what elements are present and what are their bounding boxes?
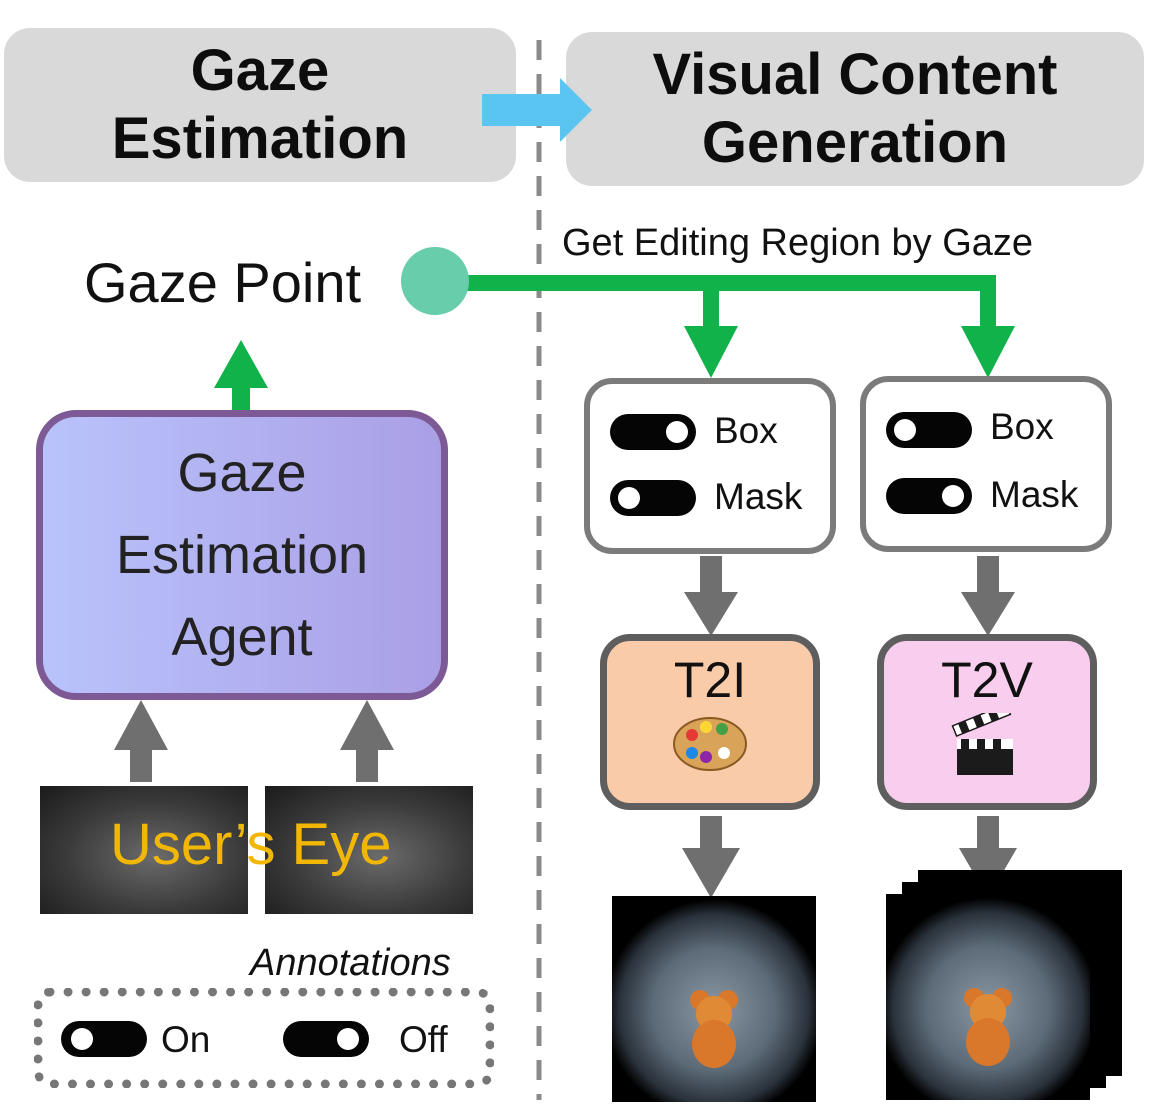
- box-label: Box: [714, 410, 778, 451]
- gaze-to-t2v-arrow: [961, 326, 1015, 378]
- left-eye-image: [40, 786, 248, 914]
- t2i-output-image: [612, 896, 816, 1102]
- mask-label: Mask: [990, 474, 1079, 515]
- legend-off-label: Off: [399, 1019, 448, 1060]
- box-toggle-on-icon[interactable]: [610, 414, 696, 450]
- gaze-point-label: Gaze Point: [84, 251, 362, 314]
- header-transition-arrow: [482, 78, 592, 142]
- toggle-knob: [618, 487, 640, 509]
- t2v-control-arrow: [961, 556, 1015, 636]
- right-eye-arrow: [340, 700, 394, 782]
- palette-icon: [673, 717, 747, 771]
- mask-toggle-off-icon[interactable]: [610, 480, 696, 516]
- toggle-knob: [666, 421, 688, 443]
- left-eye-arrow: [114, 700, 168, 782]
- teddy-bear-icon: [690, 990, 738, 1068]
- header-line: Generation: [701, 110, 1009, 175]
- gaze-estimation-agent: Gaze Estimation Agent: [36, 410, 448, 700]
- agent-label-line: Gaze: [177, 443, 307, 503]
- toggle-knob: [337, 1028, 359, 1050]
- gaze-routing-line: [430, 275, 996, 330]
- t2i-control-arrow: [684, 556, 738, 636]
- t2v-model-box: T2V: [877, 634, 1097, 810]
- gaze-point-dot: [401, 247, 469, 315]
- visual-content-generation-header: Visual Content Generation: [566, 32, 1144, 186]
- t2i-output-arrow: [682, 816, 740, 898]
- toggle-knob: [894, 419, 916, 441]
- annotations-legend: On Off: [34, 988, 494, 1088]
- teddy-bear-icon: [964, 988, 1012, 1066]
- toggle-knob: [942, 485, 964, 507]
- users-eye-label: User’s Eye: [110, 812, 392, 877]
- t2v-model-label: T2V: [941, 652, 1033, 708]
- t2v-region-controls: Box Mask: [860, 376, 1112, 552]
- t2i-model-label: T2I: [673, 652, 747, 708]
- right-eye-image: [265, 786, 473, 914]
- t2v-output-arrow: [959, 816, 1017, 898]
- header-line: Visual Content: [652, 42, 1058, 107]
- box-label: Box: [990, 406, 1054, 447]
- toggle-on-icon: [61, 1021, 147, 1057]
- toggle-off-icon: [283, 1021, 369, 1057]
- agent-label-line: Estimation: [115, 525, 369, 585]
- gaze-estimation-header: Gaze Estimation: [4, 28, 516, 182]
- mask-label: Mask: [714, 476, 803, 517]
- t2i-region-controls: Box Mask: [584, 378, 836, 554]
- header-line: Estimation: [111, 106, 409, 171]
- editing-region-label: Get Editing Region by Gaze: [562, 222, 1034, 264]
- mask-toggle-on-icon[interactable]: [886, 478, 972, 514]
- legend-on-label: On: [161, 1019, 211, 1060]
- annotations-title: Annotations: [250, 942, 451, 984]
- clapperboard-icon: [951, 713, 1013, 775]
- header-line: Gaze: [190, 38, 330, 103]
- agent-label-line: Agent: [171, 607, 313, 667]
- agent-to-gaze-arrow: [214, 340, 268, 410]
- box-toggle-off-icon[interactable]: [886, 412, 972, 448]
- gaze-to-t2i-arrow: [684, 326, 738, 378]
- video-frame-front: [886, 894, 1090, 1100]
- toggle-knob: [71, 1028, 93, 1050]
- t2v-output-frames: [886, 870, 1122, 1102]
- t2i-model-box: T2I: [600, 634, 820, 810]
